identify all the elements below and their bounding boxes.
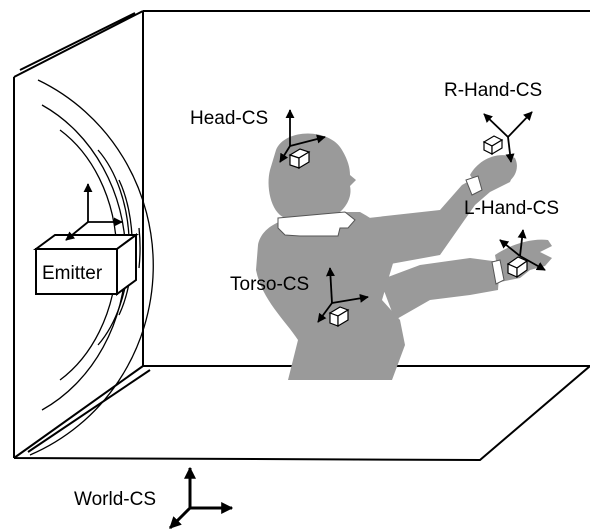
emitter-axes (65, 183, 123, 241)
right-hand-silhouette (470, 155, 517, 190)
room (13, 10, 590, 462)
emitter-box (32, 233, 140, 296)
floor (13, 365, 590, 462)
left-wall (13, 10, 144, 458)
head-cs-label: Head-CS (190, 108, 268, 129)
head-sensor (288, 148, 311, 170)
l-hand-axes (499, 229, 546, 271)
head-axes (279, 109, 326, 163)
right-cuff (465, 175, 483, 196)
torso-sensor (328, 306, 350, 328)
world-cs-label: World-CS (74, 489, 156, 510)
l-hand-cs-label: L-Hand-CS (464, 198, 559, 219)
head-silhouette (268, 133, 356, 218)
r-hand-sensor (482, 135, 504, 156)
emitter-label: Emitter (42, 263, 103, 284)
torso-axes (317, 267, 369, 323)
torso-silhouette (256, 212, 405, 380)
human-figure (256, 133, 552, 380)
world-axes (168, 466, 234, 530)
collar (277, 211, 356, 237)
left-cuff (491, 259, 505, 285)
l-hand-sensor (506, 256, 529, 279)
r-hand-cs-label: R-Hand-CS (444, 80, 542, 101)
torso-cs-label: Torso-CS (230, 274, 309, 295)
left-arm-silhouette (380, 258, 500, 320)
r-hand-axes (483, 111, 533, 163)
clothing-details (277, 175, 505, 285)
